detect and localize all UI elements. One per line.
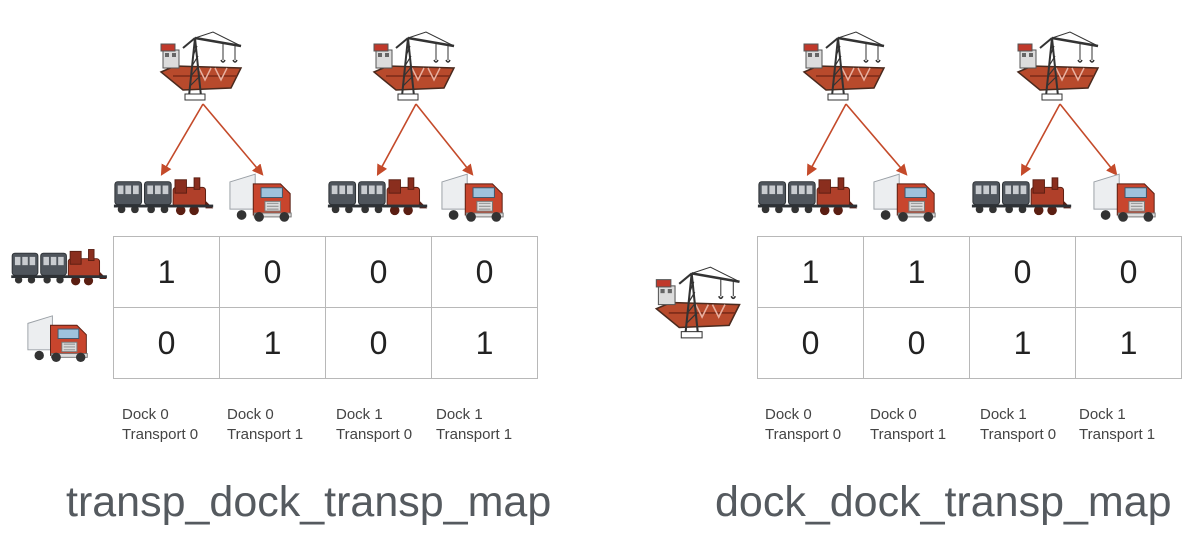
arrow-dock0-transport0	[806, 103, 847, 176]
column-label: Dock 1 Transport 1	[1079, 406, 1156, 443]
arrow-dock0-transport1	[845, 103, 908, 176]
map-title: transp_dock_transp_map	[66, 478, 552, 526]
column-label: Dock 0 Transport 1	[227, 406, 304, 443]
train-icon	[970, 172, 1075, 220]
table-cell: 1	[113, 236, 220, 308]
mapping-table: 1 1 0 0 0 0 1 1	[757, 236, 1182, 379]
table-row: 1 1 0 0	[757, 236, 1182, 308]
column-label: Dock 0 Transport 0	[765, 406, 842, 443]
train-icon	[8, 244, 112, 290]
column-label: Dock 1 Transport 1	[436, 406, 513, 443]
column-label: Dock 0 Transport 0	[122, 406, 199, 443]
crane-ship-icon	[153, 28, 253, 103]
table-cell: 0	[325, 236, 432, 308]
map-title: dock_dock_transp_map	[715, 478, 1172, 526]
table-cell: 0	[325, 307, 432, 379]
table-cell: 1	[1075, 307, 1182, 379]
crane-ship-icon	[648, 262, 752, 342]
table-cell: 1	[219, 307, 326, 379]
arrow-dock0-transport1	[202, 103, 264, 176]
column-label: Dock 0 Transport 1	[870, 406, 947, 443]
arrow-dock1-transport0	[1020, 103, 1061, 176]
table-cell: 0	[219, 236, 326, 308]
truck-icon	[228, 170, 296, 224]
table-cell: 1	[431, 307, 538, 379]
truck-icon	[1092, 170, 1160, 224]
train-icon	[326, 172, 431, 220]
train-icon	[756, 172, 861, 220]
truck-icon	[872, 170, 940, 224]
arrow-dock0-transport0	[160, 103, 204, 176]
table-cell: 0	[757, 307, 864, 379]
train-icon	[112, 172, 217, 220]
crane-ship-icon	[366, 28, 466, 103]
column-label: Dock 1 Transport 0	[336, 406, 413, 443]
table-cell: 0	[1075, 236, 1182, 308]
table-row: 1 0 0 0	[113, 236, 538, 308]
table-row: 0 1 0 1	[113, 307, 538, 379]
table-cell: 0	[431, 236, 538, 308]
mapping-arrows	[160, 103, 474, 176]
truck-icon	[440, 170, 508, 224]
table-cell: 1	[969, 307, 1076, 379]
truck-icon	[26, 312, 92, 364]
arrow-dock1-transport1	[1059, 103, 1118, 176]
crane-ship-icon	[1010, 28, 1110, 103]
column-label: Dock 1 Transport 0	[980, 406, 1057, 443]
mapping-table: 1 0 0 0 0 1 0 1	[113, 236, 538, 379]
mapping-arrows	[806, 103, 1118, 176]
crane-ship-icon	[796, 28, 896, 103]
table-cell: 1	[863, 236, 970, 308]
table-cell: 1	[757, 236, 864, 308]
arrow-dock1-transport1	[415, 103, 474, 176]
table-cell: 0	[863, 307, 970, 379]
table-cell: 0	[113, 307, 220, 379]
table-cell: 0	[969, 236, 1076, 308]
transp-dock-transp-map-panel: 1 0 0 0 0 1 0 1 Dock 0 Transport 0 Dock …	[0, 0, 600, 557]
arrow-dock1-transport0	[376, 103, 417, 176]
dock-dock-transp-map-panel: 1 1 0 0 0 0 1 1 Dock 0 Transport 0 Dock …	[600, 0, 1204, 557]
table-row: 0 0 1 1	[757, 307, 1182, 379]
